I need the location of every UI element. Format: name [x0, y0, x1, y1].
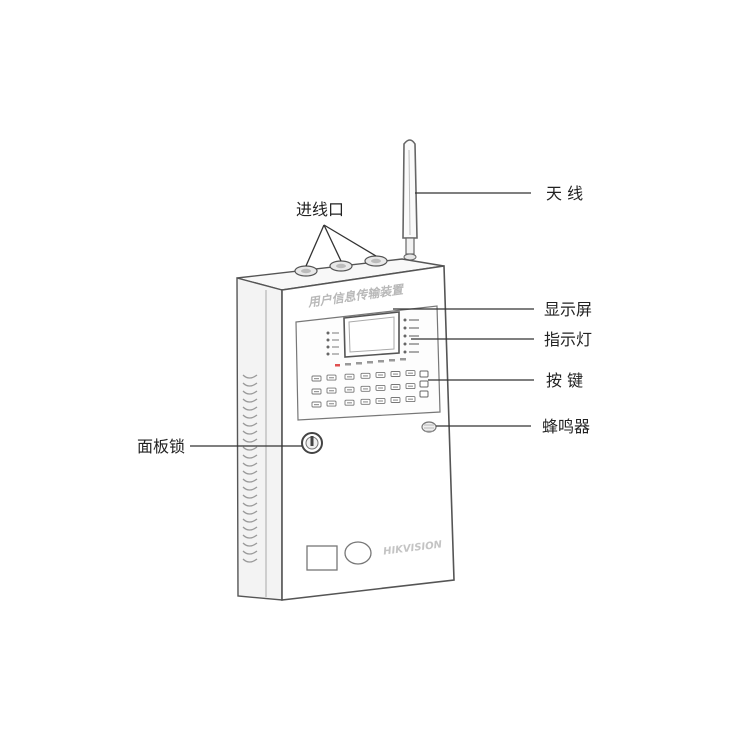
keypad-key-mark: [408, 398, 413, 400]
keys-label: 按 键: [546, 371, 583, 390]
keypad-key-mark: [363, 401, 368, 403]
keypad-key-mark: [314, 391, 319, 393]
keypad-key-mark: [363, 375, 368, 377]
bottom-oval-window: [344, 541, 372, 565]
keypad-key-mark: [378, 374, 383, 376]
keypad-key-mark: [378, 387, 383, 389]
keypad-key-mark: [347, 402, 352, 404]
keypad-key-mark: [329, 403, 334, 405]
keypad-key-mark: [314, 378, 319, 380]
leader-lines: [190, 192, 534, 447]
antenna: [402, 139, 418, 261]
inlet-leader-2: [323, 224, 342, 262]
display-label: 显示屏: [544, 300, 592, 319]
keypad-key-mark: [347, 376, 352, 378]
keypad: [311, 370, 416, 408]
keypad-key-mark: [408, 372, 413, 374]
indicator-label: 指示灯: [544, 330, 592, 349]
keypad-key-mark: [363, 388, 368, 390]
antenna-label: 天 线: [546, 184, 583, 203]
buzzer: [421, 421, 437, 433]
cable-inlet-label: 进线口: [296, 200, 344, 219]
keypad-key-mark: [314, 404, 319, 406]
panel-lock-label: 面板锁: [137, 437, 185, 456]
status-indicator-row: [335, 358, 406, 367]
buzzer-label: 蜂鸣器: [542, 417, 590, 436]
keypad-key-mark: [378, 400, 383, 402]
indicator-lights: [403, 318, 419, 354]
keypad-key-mark: [393, 373, 398, 375]
inlet-leader-1: [305, 224, 325, 267]
bottom-square-window: [306, 545, 338, 571]
side-vents: [242, 374, 258, 563]
keypad-key-mark: [408, 385, 413, 387]
keypad-key-mark: [347, 389, 352, 391]
keypad-key-mark: [329, 377, 334, 379]
indicator-lights-left: [326, 331, 339, 356]
keypad-key-mark: [393, 399, 398, 401]
keypad-key-mark: [393, 386, 398, 388]
side-keys: [419, 370, 429, 398]
panel-lock: [301, 432, 323, 454]
keypad-key-mark: [329, 390, 334, 392]
display-screen: [343, 311, 400, 358]
inlet-leader-3: [323, 224, 377, 257]
